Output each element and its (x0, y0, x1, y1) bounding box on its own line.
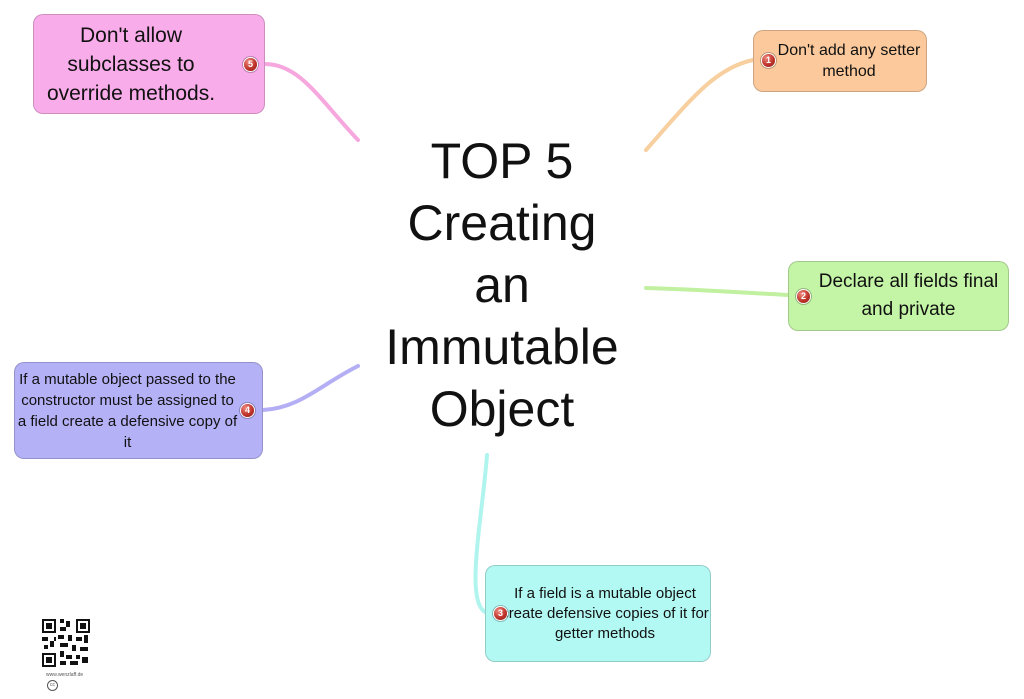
priority-badge-5: 5 (244, 58, 257, 71)
central-topic-line: an (474, 257, 530, 313)
qr-code-icon (40, 617, 92, 669)
branch-node-text: Don't allow subclasses to override metho… (46, 23, 216, 105)
branch-node-text: If a field is a mutable object create de… (501, 584, 709, 642)
branch-node-4[interactable]: If a mutable object passed to the constr… (14, 362, 263, 459)
link-branch-5 (263, 62, 360, 142)
branch-node-text: Don't add any setter method (777, 42, 921, 80)
central-topic-line: Object (429, 381, 575, 437)
qr-caption: www.wenzlaff.de (46, 672, 84, 678)
link-branch-3 (473, 453, 489, 614)
central-topic-line: Immutable (385, 319, 619, 375)
priority-badge-3: 3 (494, 607, 507, 620)
central-topic-line: Creating (407, 195, 597, 251)
branch-node-text: Declare all fields final and private (818, 271, 999, 320)
branch-node-2[interactable]: Declare all fields final and private (788, 261, 1009, 331)
priority-badge-2: 2 (797, 290, 810, 303)
branch-node-3[interactable]: If a field is a mutable object create de… (485, 565, 711, 662)
branch-node-text: If a mutable object passed to the constr… (17, 370, 238, 451)
priority-badge-1: 1 (762, 54, 775, 67)
branch-node-5[interactable]: Don't allow subclasses to override metho… (33, 14, 265, 114)
creative-commons-icon: cc (47, 680, 58, 691)
link-branch-4 (261, 364, 360, 412)
link-branch-2 (644, 286, 790, 297)
central-topic-line: TOP 5 (430, 133, 574, 189)
priority-badge-4: 4 (241, 404, 254, 417)
branch-node-1[interactable]: Don't add any setter method (753, 30, 927, 92)
central-topic[interactable]: TOP 5 Creating an Immutable Object (350, 130, 654, 440)
link-branch-1 (644, 58, 755, 152)
